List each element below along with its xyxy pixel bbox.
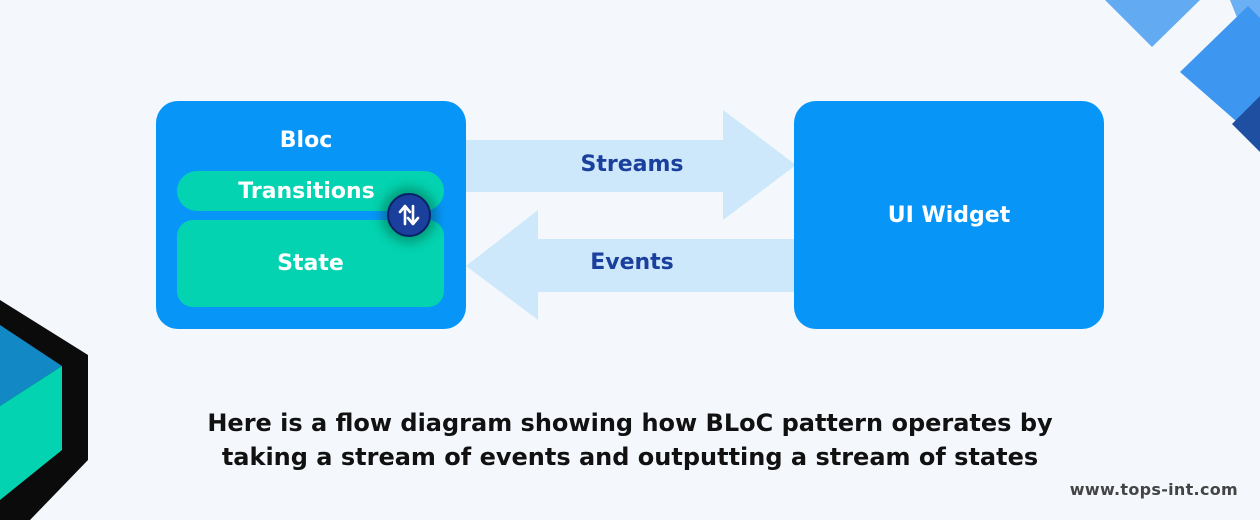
deco-cube-top: [0, 325, 62, 406]
caption-line-1: Here is a flow diagram showing how BLoC …: [207, 409, 1053, 437]
streams-label: Streams: [580, 152, 684, 177]
streams-arrow: [466, 110, 796, 220]
caption: Here is a flow diagram showing how BLoC …: [130, 406, 1130, 474]
bloc-title: Bloc: [279, 128, 333, 153]
caption-line-2: taking a stream of events and outputting…: [221, 443, 1039, 471]
swap-arrows-icon: [387, 193, 431, 237]
events-arrow: [466, 210, 794, 320]
deco-diamond-dark: [1232, 96, 1260, 152]
deco-diamond-mid: [1180, 6, 1260, 142]
deco-cube-face: [0, 366, 62, 500]
events-label: Events: [590, 250, 674, 275]
website-url: www.tops-int.com: [1069, 480, 1238, 499]
ui-widget-box: UI Widget: [794, 101, 1104, 329]
deco-diamond-light: [1105, 0, 1200, 47]
ui-widget-label: UI Widget: [887, 202, 1011, 228]
